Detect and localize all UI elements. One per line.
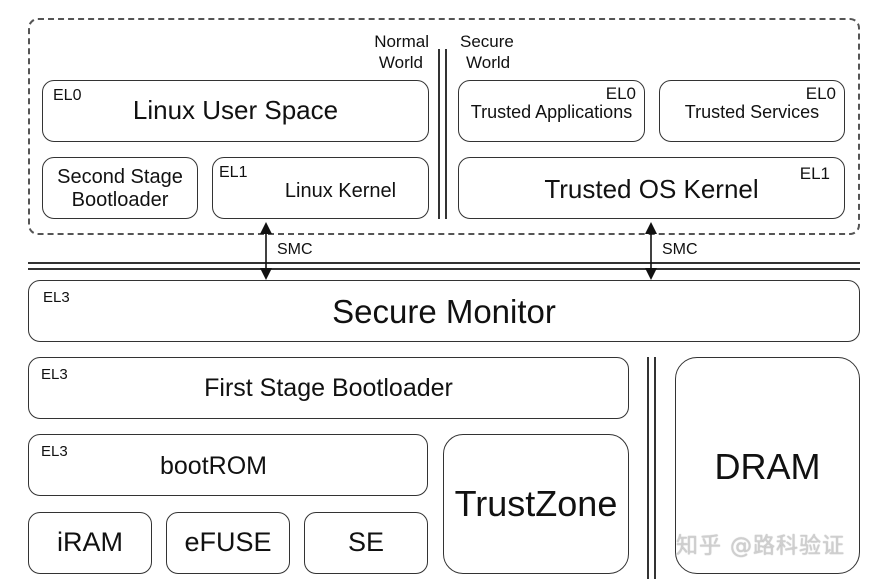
box-title: First Stage Bootloader — [204, 374, 453, 402]
el-label: EL0 — [605, 84, 636, 103]
smc-arrow-left — [260, 222, 272, 280]
smc-label-left: SMC — [277, 241, 313, 258]
box-title: DRAM — [714, 446, 821, 487]
secure-world-line2: World — [466, 53, 511, 72]
box-title: bootROM — [160, 452, 267, 480]
box-title: Secure Monitor — [332, 293, 556, 330]
title-line2: Bootloader — [71, 189, 169, 211]
el-label: EL1 — [799, 164, 830, 183]
dram-divider-right — [654, 357, 656, 579]
monitor-boundary-upper — [28, 262, 860, 264]
el-label: EL0 — [53, 87, 82, 104]
trusted-applications-box: EL0 Trusted Applications — [458, 80, 645, 142]
linux-user-space-box: EL0 Linux User Space — [42, 80, 429, 142]
el-label: EL0 — [805, 84, 836, 103]
smc-arrow-right — [645, 222, 657, 280]
el-label: EL3 — [41, 366, 68, 383]
box-title: Trusted OS Kernel — [544, 174, 759, 204]
el-label: EL1 — [219, 164, 248, 181]
box-title: iRAM — [57, 527, 123, 557]
monitor-boundary-lower — [28, 268, 860, 270]
world-divider-left — [438, 49, 440, 219]
dram-box: DRAM — [675, 357, 860, 574]
world-divider-right — [445, 49, 447, 219]
second-stage-bootloader-box: Second Stage Bootloader — [42, 157, 198, 219]
linux-kernel-box: EL1 Linux Kernel — [212, 157, 429, 219]
box-title: Trusted Applications — [470, 102, 633, 122]
trusted-os-kernel-box: EL1 Trusted OS Kernel — [458, 157, 845, 219]
box-title: eFUSE — [184, 527, 272, 557]
secure-monitor-box: EL3 Secure Monitor — [28, 280, 860, 342]
efuse-box: eFUSE — [166, 512, 290, 574]
box-title: Second Stage Bootloader — [43, 166, 197, 212]
box-title: Linux User Space — [132, 95, 339, 125]
se-box: SE — [304, 512, 428, 574]
dram-divider-left — [647, 357, 649, 579]
normal-world-label: Normal World — [369, 31, 429, 73]
box-title: Trusted Services — [684, 102, 820, 122]
box-title: SE — [347, 527, 385, 557]
normal-world-line2: World — [378, 53, 423, 72]
bootrom-box: EL3 bootROM — [28, 434, 428, 496]
box-title: TrustZone — [454, 483, 618, 524]
el-label: EL3 — [43, 289, 70, 306]
first-stage-bootloader-box: EL3 First Stage Bootloader — [28, 357, 629, 419]
normal-world-line1: Normal — [374, 32, 429, 51]
smc-label-right: SMC — [662, 241, 698, 258]
trustzone-box: TrustZone — [443, 434, 629, 574]
iram-box: iRAM — [28, 512, 152, 574]
secure-world-line1: Secure — [460, 32, 514, 51]
watermark: 知乎 @路科验证 — [676, 534, 845, 559]
title-line1: Second Stage — [57, 166, 183, 188]
secure-world-label: Secure World — [460, 31, 514, 73]
box-title: Linux Kernel — [284, 180, 397, 202]
exception-levels-region — [28, 18, 860, 235]
trusted-services-box: EL0 Trusted Services — [659, 80, 845, 142]
el-label: EL3 — [41, 443, 68, 460]
